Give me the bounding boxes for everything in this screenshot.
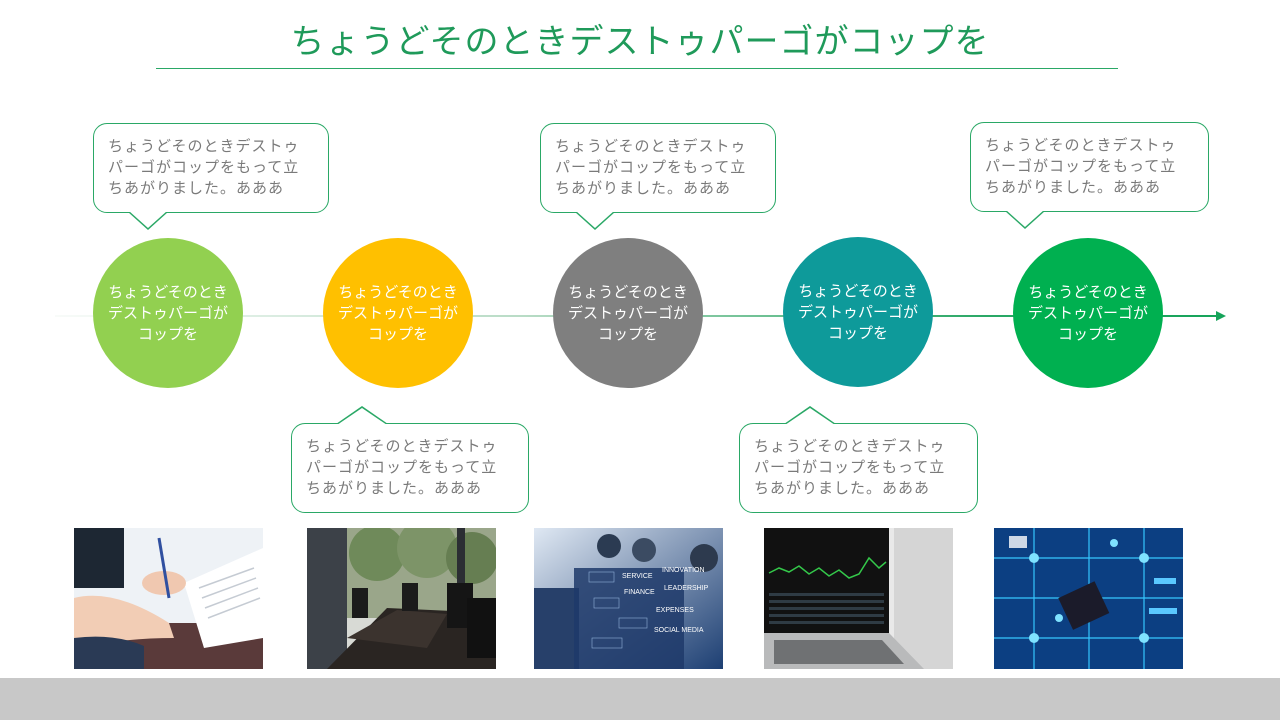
photo-meeting-room	[307, 528, 496, 669]
timeline-node-1: ちょうどそのときデストゥパーゴがコップを	[93, 238, 243, 388]
node-line: ちょうどそのとき	[798, 281, 918, 300]
timeline-node-3: ちょうどそのときデストゥパーゴがコップを	[553, 238, 703, 388]
timeline-node-2: ちょうどそのときデストゥパーゴがコップを	[323, 238, 473, 388]
node-line: コップを	[597, 324, 658, 343]
callout-line: パーゴがコップをもって立	[108, 158, 300, 176]
photo-business-concept: SERVICE INNOVATION LEADERSHIP FINANCE EX…	[534, 528, 723, 669]
node-line: デストゥパーゴが	[797, 302, 918, 321]
callout-line: パーゴがコップをもって立	[306, 458, 498, 476]
node-line: ちょうどそのとき	[568, 282, 688, 301]
photo-word: SOCIAL MEDIA	[654, 627, 704, 634]
timeline-node-4: ちょうどそのときデストゥパーゴがコップを	[783, 237, 933, 387]
timeline-node-5: ちょうどそのときデストゥパーゴがコップを	[1013, 238, 1163, 388]
photo-tech-network	[994, 528, 1183, 669]
callout-1: ちょうどそのときデストゥパーゴがコップをもって立ちあがりました。あああ	[93, 123, 329, 230]
callout-line: ちょうどそのときデストゥ	[555, 137, 747, 155]
photo-word: EXPENSES	[656, 607, 694, 614]
callout-line: ちあがりました。あああ	[108, 179, 285, 197]
node-line: デストゥパーゴが	[337, 303, 458, 322]
callout-line: ちあがりました。あああ	[754, 479, 931, 497]
callout-4: ちょうどそのときデストゥパーゴがコップをもって立ちあがりました。あああ	[739, 406, 978, 513]
node-line: ちょうどそのとき	[108, 282, 228, 301]
title-underline	[156, 68, 1118, 69]
photo-word: INNOVATION	[662, 567, 705, 574]
callout-line: ちょうどそのときデストゥ	[108, 137, 300, 155]
callout-line: ちょうどそのときデストゥ	[754, 437, 946, 455]
callout-line: パーゴがコップをもって立	[555, 158, 747, 176]
node-line: デストゥパーゴが	[107, 303, 228, 322]
node-line: コップを	[137, 324, 198, 343]
callout-line: ちょうどそのときデストゥ	[306, 437, 498, 455]
node-line: ちょうどそのとき	[1028, 282, 1148, 301]
callout-3: ちょうどそのときデストゥパーゴがコップをもって立ちあがりました。あああ	[540, 123, 776, 230]
callout-line: ちあがりました。あああ	[306, 479, 483, 497]
node-line: ちょうどそのとき	[338, 282, 458, 301]
callout-line: ちょうどそのときデストゥ	[985, 136, 1177, 154]
slide-title: ちょうどそのときデストゥパーゴがコップを	[290, 22, 990, 62]
node-line: デストゥパーゴが	[1027, 303, 1148, 322]
callout-2: ちょうどそのときデストゥパーゴがコップをもって立ちあがりました。あああ	[291, 406, 529, 513]
node-line: デストゥパーゴが	[567, 303, 688, 322]
callout-line: パーゴがコップをもって立	[985, 157, 1177, 175]
callout-line: ちあがりました。あああ	[985, 178, 1162, 196]
photo-laptop-chart	[764, 528, 953, 669]
footer-bar	[0, 678, 1280, 720]
node-line: コップを	[827, 323, 888, 342]
node-line: コップを	[1057, 324, 1118, 343]
callout-5: ちょうどそのときデストゥパーゴがコップをもって立ちあがりました。あああ	[970, 122, 1209, 229]
photo-word: LEADERSHIP	[664, 585, 709, 592]
photo-document-signing	[74, 528, 263, 669]
timeline-arrowhead-icon	[1216, 311, 1226, 321]
node-line: コップを	[367, 324, 428, 343]
photo-word: FINANCE	[624, 589, 655, 596]
callout-line: パーゴがコップをもって立	[754, 458, 946, 476]
photo-word: SERVICE	[622, 573, 653, 580]
callout-line: ちあがりました。あああ	[555, 179, 732, 197]
